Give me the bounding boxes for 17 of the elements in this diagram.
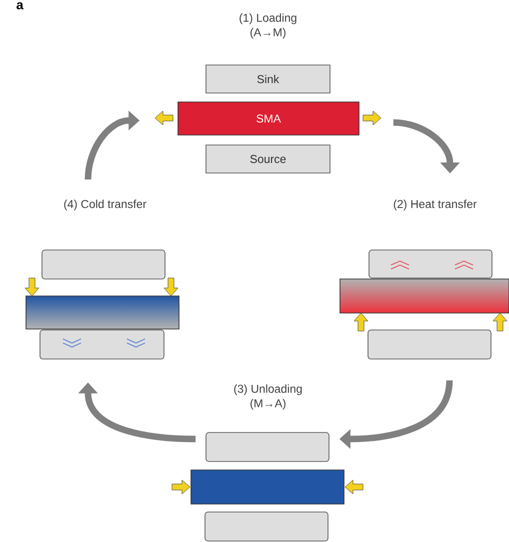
plate-box bbox=[204, 512, 328, 542]
stage-heading: (4) Cold transfer bbox=[64, 200, 146, 210]
plate-box: Source bbox=[206, 144, 330, 174]
plate-box bbox=[368, 250, 492, 278]
plate-box bbox=[40, 330, 164, 360]
material-bar bbox=[190, 470, 344, 504]
stage-heading: (3) Unloading (M→A) bbox=[234, 384, 302, 410]
plate-box bbox=[206, 432, 330, 462]
stage-heading: (1) Loading (A→M) bbox=[240, 13, 296, 39]
plate-box bbox=[368, 330, 492, 360]
material-bar: SMA bbox=[178, 102, 360, 136]
material-bar bbox=[26, 296, 180, 330]
material-bar bbox=[340, 278, 509, 314]
plate-box: Sink bbox=[206, 64, 330, 94]
plate-box bbox=[42, 250, 166, 280]
panel-label: a bbox=[16, 2, 24, 10]
stage-heading: (2) Heat transfer bbox=[394, 200, 477, 210]
